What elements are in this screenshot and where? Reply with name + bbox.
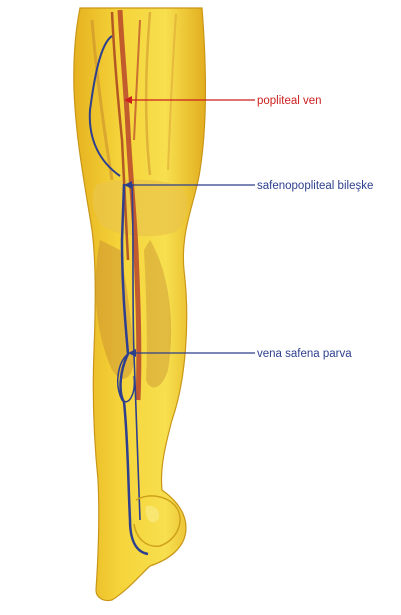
label-safenopopliteal-junction: safenopopliteal bileşke	[257, 180, 373, 192]
label-vena-safena-parva: vena safena parva	[257, 348, 352, 360]
label-popliteal-ven: popliteal ven	[257, 95, 322, 107]
knee-shading	[93, 180, 187, 237]
